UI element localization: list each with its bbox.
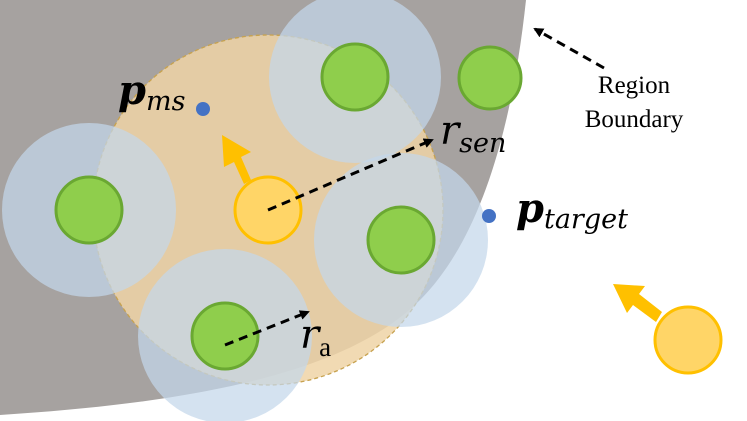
heading-arrow-center-shape <box>222 135 251 184</box>
heading-arrow-outside <box>613 284 662 322</box>
label-region-boundary-line2: Boundary <box>585 106 684 133</box>
label-r-sen: rsen <box>440 108 506 159</box>
neighbor-robot <box>54 175 124 245</box>
outside-robot <box>653 305 723 375</box>
label-region-boundary-line1: Region <box>598 72 671 99</box>
neighbor-robot <box>320 42 390 112</box>
neighbor-robot <box>366 205 436 275</box>
neighbor-robot <box>457 45 523 111</box>
neighbor-robot <box>190 301 260 371</box>
boundary-pointer-arrow <box>533 27 605 70</box>
label-p-ms: pms <box>118 67 185 117</box>
label-r-a: ra <box>300 312 331 362</box>
point-ms <box>196 102 210 116</box>
label-p-target: ptarget <box>516 185 628 235</box>
point-target <box>482 209 496 223</box>
neighbor-robots <box>54 42 523 371</box>
